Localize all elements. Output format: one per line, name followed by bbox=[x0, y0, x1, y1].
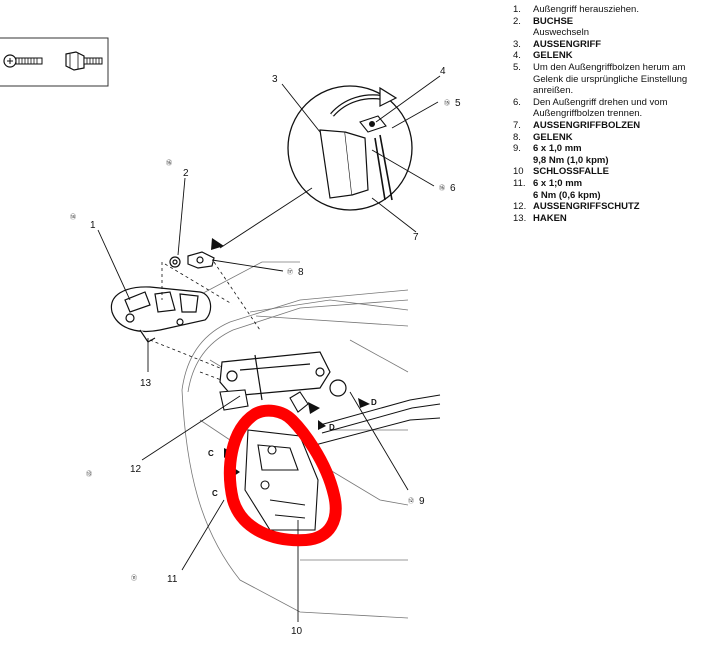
leader-lines bbox=[97, 75, 441, 622]
legend-text: Auswechseln bbox=[533, 27, 589, 39]
callout-3: 3 bbox=[272, 74, 278, 85]
legend-text: anreißen. bbox=[533, 85, 574, 97]
legend-text: Den Außengriff drehen und vom bbox=[533, 96, 668, 108]
callout-13: 13 bbox=[140, 378, 152, 389]
legend-number: 2. bbox=[513, 15, 521, 27]
legend-number: 11. bbox=[513, 177, 526, 189]
legend-number: 5. bbox=[513, 61, 521, 73]
legend-text: 6 x 1,0 mm bbox=[533, 143, 582, 155]
legend-item: 1. Außengriff herausziehen. bbox=[513, 4, 718, 16]
letter-c-upper: C bbox=[208, 449, 214, 458]
latch-part bbox=[244, 429, 319, 531]
callout-7: 7 bbox=[413, 232, 419, 243]
legend-text: Um den Außengriffbolzen herum am bbox=[533, 61, 686, 73]
bushing-part bbox=[169, 256, 181, 268]
legend-number: 7. bbox=[513, 119, 521, 131]
legend-number: 3. bbox=[513, 38, 521, 50]
callout-1: 1 bbox=[90, 220, 96, 231]
legend-text: 9,8 Nm (1,0 kpm) bbox=[533, 154, 609, 166]
highlight-ring bbox=[223, 404, 342, 547]
legend-text: SCHLOSSFALLE bbox=[533, 166, 610, 178]
letter-c-lower: C bbox=[212, 489, 218, 498]
legend-number: 9. bbox=[513, 143, 521, 155]
legend-text: HAKEN bbox=[533, 212, 567, 224]
control-rods bbox=[314, 394, 441, 446]
callout-10: 10 bbox=[291, 626, 303, 637]
legend-text: 6 x 1;0 mm bbox=[533, 177, 583, 189]
legend-text: 6 Nm (0,6 kpm) bbox=[533, 189, 601, 201]
circled-callout-9: ⑫ bbox=[408, 497, 414, 505]
outer-handle-part bbox=[110, 286, 212, 343]
legend-text: Außengriffbolzen trennen. bbox=[533, 108, 643, 120]
circled-callout-6: ⑯ bbox=[439, 184, 445, 192]
circled-callout-14: ⑭ bbox=[70, 213, 76, 221]
fastener-key bbox=[0, 37, 109, 87]
callout-4: 4 bbox=[440, 66, 446, 77]
legend-item: 13. HAKEN bbox=[513, 213, 718, 225]
legend-item: 4. GELENK bbox=[513, 50, 718, 62]
legend-text: Gelenk die ursprüngliche Einstellung bbox=[533, 73, 688, 85]
legend-item: 12. AUSSENGRIFFSCHUTZ bbox=[513, 201, 718, 213]
callout-2: 2 bbox=[183, 168, 189, 179]
legend-text: AUSSENGRIFF bbox=[533, 38, 602, 50]
joint-part bbox=[187, 251, 215, 269]
mounted-handle-assembly bbox=[219, 351, 347, 401]
legend-number: 13. bbox=[513, 212, 527, 224]
legend-number: 12. bbox=[513, 201, 527, 213]
callout-12: 12 bbox=[130, 464, 142, 475]
legend-item: 3. AUSSENGRIFF bbox=[513, 39, 718, 51]
legend-number: 8. bbox=[513, 131, 521, 143]
circled-callout-11: ⑪ bbox=[131, 574, 137, 582]
legend-text: AUSSENGRIFFSCHUTZ bbox=[533, 201, 640, 213]
callout-9: 9 bbox=[419, 496, 425, 507]
callout-11: 11 bbox=[167, 574, 178, 585]
callout-6: 6 bbox=[450, 183, 456, 194]
exploded-dashes bbox=[149, 261, 261, 385]
legend-number: 4. bbox=[513, 50, 521, 62]
legend-text: GELENK bbox=[533, 50, 573, 62]
letter-d-mid: D bbox=[329, 423, 335, 432]
circled-callout-16: ⑯ bbox=[166, 159, 172, 167]
letter-d-right: D bbox=[371, 398, 377, 407]
legend-text: AUSSENGRIFFBOLZEN bbox=[533, 119, 641, 131]
circled-callout-5: ⑮ bbox=[444, 99, 450, 107]
detail-view bbox=[287, 85, 413, 211]
callout-8: 8 bbox=[298, 267, 304, 278]
legend-item: 7. AUSSENGRIFFBOLZEN bbox=[513, 120, 718, 132]
legend-text: BUCHSE bbox=[533, 15, 574, 27]
screw-icon bbox=[3, 54, 43, 68]
callout-5: 5 bbox=[455, 98, 461, 109]
legend-number: 10 bbox=[513, 166, 524, 178]
legend-number: 6. bbox=[513, 96, 521, 108]
circled-callout-13: ⑬ bbox=[86, 470, 92, 478]
legend-item: 10 SCHLOSSFALLE bbox=[513, 166, 718, 178]
legend-text: GELENK bbox=[533, 131, 573, 143]
legend-text: Außengriff herausziehen. bbox=[533, 4, 639, 15]
circled-callout-8: ⑰ bbox=[287, 268, 293, 276]
flange-bolt-icon bbox=[65, 51, 103, 71]
legend-item: 8. GELENK bbox=[513, 132, 718, 144]
legend-number: 1. bbox=[513, 4, 521, 15]
